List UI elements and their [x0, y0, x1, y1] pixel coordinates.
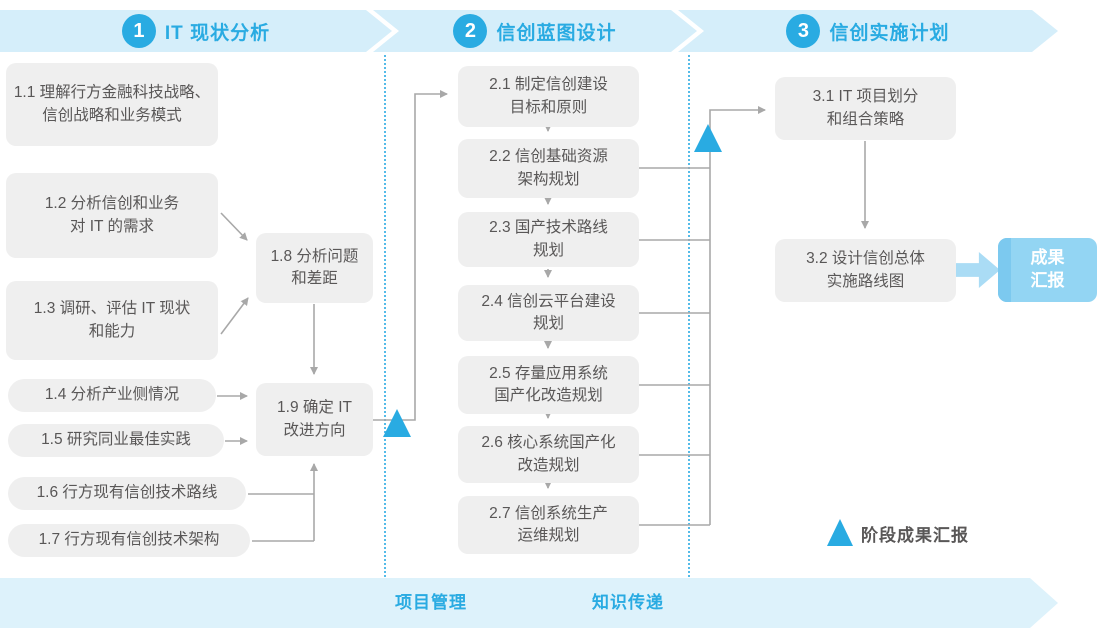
step-box-2-7: 2.7 信创系统生产 运维规划 — [458, 496, 639, 554]
phase-title-1: IT 现状分析 — [164, 22, 271, 44]
step-box-1-3: 1.3 调研、评估 IT 现状 和能力 — [6, 281, 218, 360]
legend-triangle — [827, 519, 853, 546]
step-box-2-1: 2.1 制定信创建设 目标和原则 — [458, 66, 639, 127]
footer-banner-arrow — [0, 578, 1058, 628]
step-box-3-2: 3.2 设计信创总体 实施路线图 — [775, 239, 956, 302]
result-box-label: 成果 汇报 — [1030, 248, 1065, 290]
step-box-1-8: 1.8 分析问题 和差距 — [256, 233, 373, 303]
step-box-1-7: 1.7 行方现有信创技术架构 — [8, 524, 250, 557]
step-box-1-5: 1.5 研究同业最佳实践 — [8, 424, 224, 457]
phase-number-1: 1 — [122, 14, 156, 48]
step-box-2-2: 2.2 信创基础资源 架构规划 — [458, 139, 639, 198]
step-box-3-1: 3.1 IT 项目划分 和组合策略 — [775, 77, 956, 140]
step-box-1-4: 1.4 分析产业侧情况 — [8, 379, 216, 412]
step-box-1-9: 1.9 确定 IT 改进方向 — [256, 383, 373, 456]
step-box-1-6: 1.6 行方现有信创技术路线 — [8, 477, 246, 510]
phase-banner-1: 1 IT 现状分析 — [0, 10, 392, 52]
step-box-1-2: 1.2 分析信创和业务 对 IT 的需求 — [6, 173, 218, 258]
phase-banner-2: 2 信创蓝图设计 — [373, 10, 697, 52]
phase-divider-2 — [688, 55, 690, 577]
milestone-triangle-phase1 — [383, 409, 411, 437]
phase-number-2: 2 — [453, 14, 487, 48]
step-box-2-5: 2.5 存量应用系统 国产化改造规划 — [458, 356, 639, 414]
wire-trunk-to-3-1 — [709, 106, 766, 525]
result-box-stripe — [998, 238, 1011, 302]
legend-label: 阶段成果汇报 — [861, 526, 969, 545]
phase-title-2: 信创蓝图设计 — [496, 22, 617, 44]
milestone-triangle-phase2 — [694, 124, 722, 152]
phase-title-3: 信创实施计划 — [829, 22, 950, 44]
phase-banner-3: 3 信创实施计划 — [678, 10, 1058, 52]
wire-1-3-to-1-8 — [220, 297, 249, 335]
phase-number-3: 3 — [786, 14, 820, 48]
footer-label-knowledge-transfer: 知识传递 — [592, 593, 664, 612]
result-box: 成果 汇报 — [998, 238, 1097, 302]
footer-label-project-management: 项目管理 — [395, 593, 467, 612]
phase-divider-1 — [384, 55, 386, 577]
step-box-1-1: 1.1 理解行方金融科技战略、 信创战略和业务模式 — [6, 63, 218, 146]
wire-1-2-to-1-8 — [220, 212, 248, 241]
step-box-2-4: 2.4 信创云平台建设 规划 — [458, 285, 639, 341]
step-box-2-3: 2.3 国产技术路线 规划 — [458, 212, 639, 267]
step-box-2-6: 2.6 核心系统国产化 改造规划 — [458, 426, 639, 483]
fat-arrow-to-result — [956, 252, 1000, 288]
